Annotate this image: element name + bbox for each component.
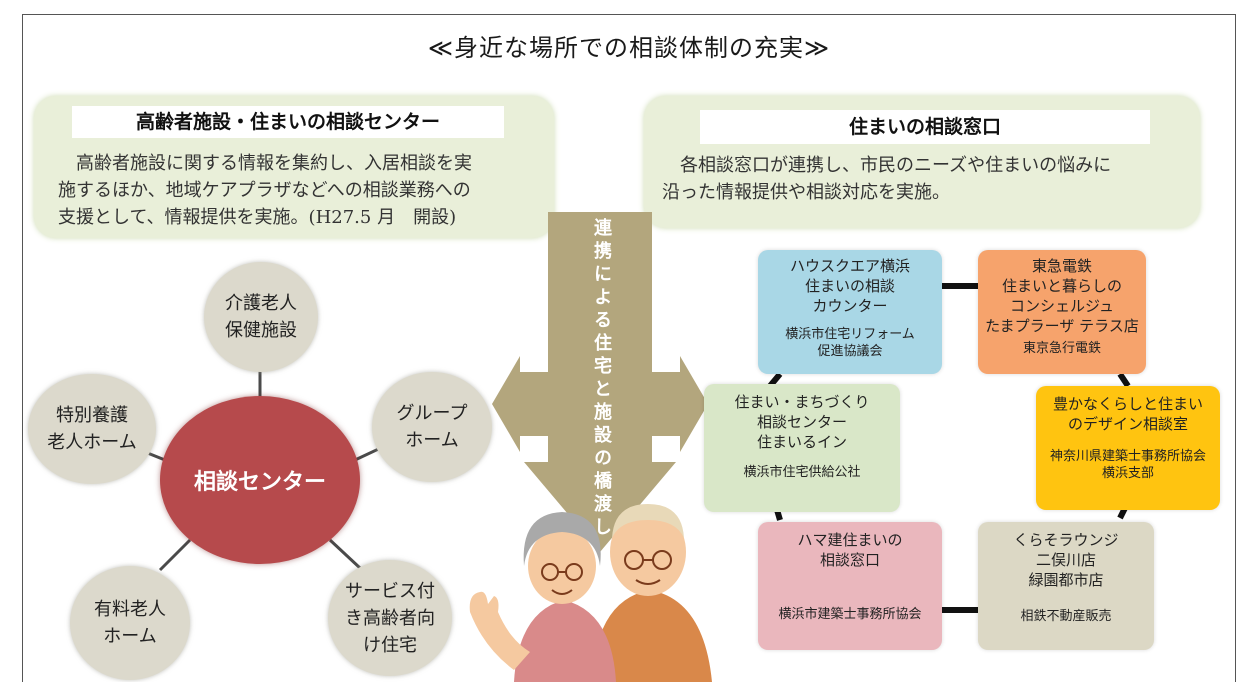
bridge-label: 連携による住宅と施設の橋渡し [591,218,612,540]
consult-box-tokyu: 東急電鉄 住まいと暮らしの コンシェルジュ たまプラーザ テラス店 東京急行電鉄 [978,250,1146,374]
consult-box-housquare: ハウスクエア横浜 住まいの相談 カウンター 横浜市住宅リフォーム 促進協議会 [758,250,942,374]
consult-box-hamaken-org: 横浜市建築士事務所協会 [778,607,922,622]
figure-frame [22,14,1236,682]
senior-center-line-3: 支援として、情報提供を実施。(H27.5 月 開設) [58,207,457,228]
senior-center-heading: 高齢者施設・住まいの相談センター [72,106,504,138]
bridge-arrow-right [652,356,708,452]
housing-consult-line-2: 沿った情報提供や相談対応を実施。 [662,182,950,203]
consult-box-hamaken-name: ハマ建住まいの 相談窓口 [797,531,903,569]
spoke-lower-right [328,538,362,570]
elderly-couple-illustration [469,504,712,682]
consult-box-kuraso-org: 相鉄不動産販売 [1020,609,1112,624]
consult-box-hamaken: ハマ建住まいの 相談窓口 横浜市建築士事務所協会 [758,522,942,650]
consult-box-design: 豊かなくらしと住まい のデザイン相談室 神奈川県建築士事務所協会 横浜支部 [1036,386,1220,510]
consult-box-sumairu-org: 横浜市住宅供給公社 [743,465,861,480]
housing-consult-description: 各相談窓口が連携し、市民のニーズや住まいの悩みに 沿った情報提供や相談対応を実施… [662,152,1194,206]
bridge-arrow [492,212,708,552]
facility-paid-home: 有料老人 ホーム [70,566,190,680]
consultation-center: 相談センター [160,396,360,564]
senior-center-line-1: 高齢者施設に関する情報を集約し、入居相談を実 [76,153,472,174]
bridge-arrow-down [524,212,676,552]
consult-box-tokyu-org: 東京急行電鉄 [1022,341,1101,356]
consult-box-housquare-org: 横浜市住宅リフォーム 促進協議会 [785,327,915,359]
housing-consult-heading: 住まいの相談窓口 [700,110,1150,144]
facility-care-health: 介護老人 保健施設 [204,262,318,372]
consult-box-design-org: 神奈川県建築士事務所協会 横浜支部 [1049,449,1206,481]
senior-center-line-2: 施するほか、地域ケアプラザなどへの相談業務への [58,180,471,201]
consult-box-design-name: 豊かなくらしと住まい のデザイン相談室 [1052,395,1203,433]
consult-box-housquare-name: ハウスクエア横浜 住まいの相談 カウンター [789,257,910,315]
consult-box-sumairu-name: 住まい・まちづくり 相談センター 住まいるイン [734,393,870,451]
bridge-arrow-left [492,356,548,452]
consult-box-kuraso: くらそラウンジ 二俣川店 緑園都市店 相鉄不動産販売 [978,522,1154,650]
senior-center-panel: 高齢者施設・住まいの相談センター 高齢者施設に関する情報を集約し、入居相談を実 … [34,96,554,238]
facility-special-nursing: 特別養護 老人ホーム [28,374,156,484]
figure-title: ≪身近な場所での相談体制の充実≫ [427,34,831,62]
consult-box-kuraso-name: くらそラウンジ 二俣川店 緑園都市店 [1013,531,1119,589]
senior-center-description: 高齢者施設に関する情報を集約し、入居相談を実 施するほか、地域ケアプラザなどへの… [58,150,550,231]
facility-service-housing: サービス付 き高齢者向 け住宅 [328,560,452,676]
consult-box-tokyu-name: 東急電鉄 住まいと暮らしの コンシェルジュ たまプラーザ テラス店 [985,257,1139,335]
connector-right-upper [1117,372,1131,388]
spoke-lower-left [158,538,192,572]
consult-box-sumairu: 住まい・まちづくり 相談センター 住まいるイン 横浜市住宅供給公社 [704,384,900,512]
facility-group-home: グループ ホーム [372,372,492,482]
housing-consult-line-1: 各相談窓口が連携し、市民のニーズや住まいの悩みに [680,155,1112,176]
housing-consult-panel: 住まいの相談窓口 各相談窓口が連携し、市民のニーズや住まいの悩みに 沿った情報提… [644,96,1200,228]
